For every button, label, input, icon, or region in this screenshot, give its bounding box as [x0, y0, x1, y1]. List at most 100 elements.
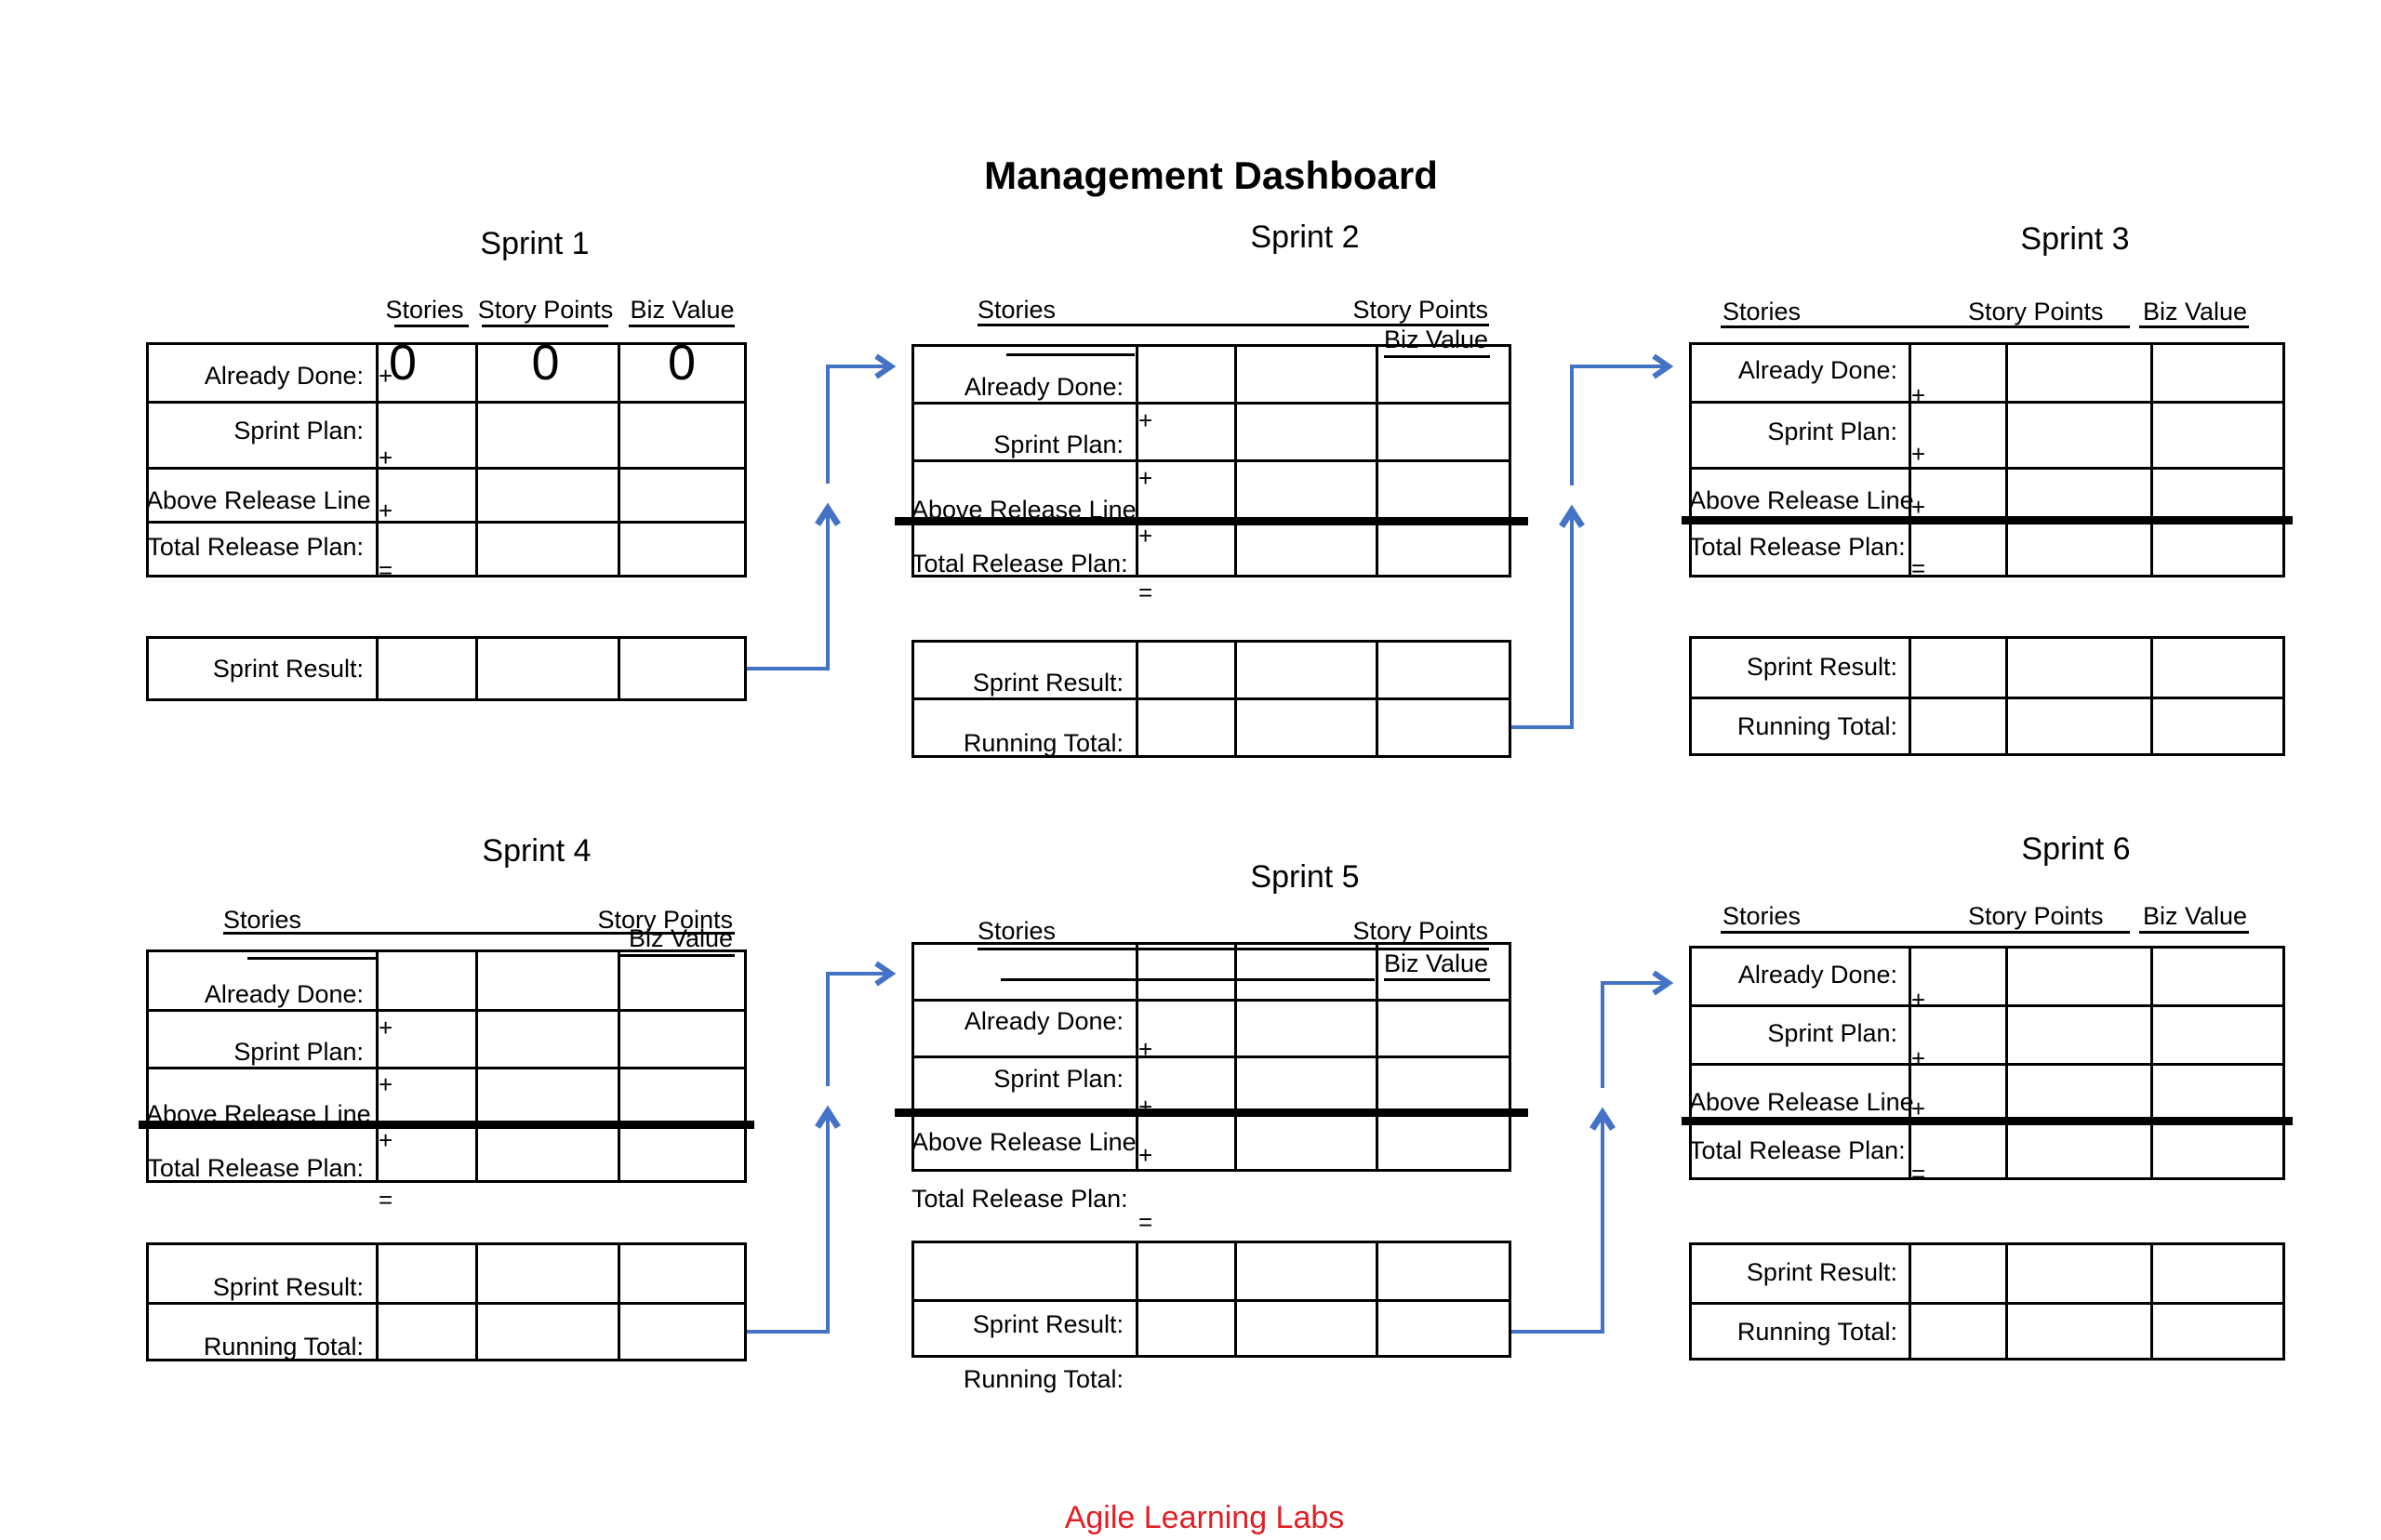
col-header-story-points: Story Points	[1968, 298, 2104, 325]
header-underline	[1384, 355, 1490, 358]
sprint-3-title: Sprint 3	[2020, 221, 2130, 257]
row-divider	[1692, 1063, 2282, 1066]
row-label-running-total: Running Total:	[963, 1365, 1124, 1393]
row-label-above-release-line: Above Release Line	[911, 1128, 1137, 1156]
row-label-running-total: Running Total:	[1736, 1318, 1897, 1346]
column-divider	[376, 639, 379, 698]
plus-operator: +	[379, 1126, 393, 1154]
plus-operator: +	[379, 1014, 393, 1042]
col-header-biz-value: Biz Value	[2142, 902, 2248, 930]
right-arrowhead-icon	[874, 353, 897, 379]
row-label-above-release-line: Above Release Line	[1689, 486, 1914, 514]
row-label-total-release-plan: Total Release Plan:	[1689, 533, 1906, 561]
plus-operator: +	[379, 444, 393, 471]
row-label-sprint-plan: Sprint Plan:	[993, 1065, 1124, 1093]
row-label-total-release-plan: Total Release Plan:	[147, 533, 364, 561]
column-divider	[2150, 1245, 2153, 1358]
column-divider	[2005, 1245, 2008, 1358]
header-underline	[618, 954, 735, 957]
sprint-6-result-table	[1689, 1242, 2285, 1361]
sprint-2-result-table	[911, 640, 1511, 758]
row-label-above-release-line: Above Release Line	[146, 1100, 371, 1128]
row-divider	[1692, 401, 2282, 404]
sprint-5-title: Sprint 5	[1250, 859, 1360, 895]
col-header-stories: Stories	[978, 917, 1057, 945]
plus-operator: +	[379, 1070, 393, 1098]
sprint-3-main-table	[1689, 342, 2285, 578]
sprint-1-main-table	[146, 342, 747, 578]
col-header-stories: Stories	[385, 296, 464, 324]
row-label-running-total: Running Total:	[203, 1333, 364, 1361]
row-divider	[149, 1009, 744, 1012]
row-label-sprint-plan: Sprint Plan:	[1767, 1019, 1897, 1047]
equals-operator: =	[1911, 1160, 1926, 1188]
flow-arrow-sprint2-to-sprint3	[1511, 353, 1674, 729]
row-label-already-done: Already Done:	[204, 980, 364, 1008]
column-divider	[618, 345, 620, 575]
row-label-already-done: Already Done:	[964, 373, 1124, 401]
row-label-total-release-plan: Total Release Plan:	[147, 1154, 364, 1182]
up-arrowhead-icon	[815, 502, 841, 526]
plus-operator: +	[1911, 986, 1926, 1014]
sprint-6-title: Sprint 6	[2021, 831, 2131, 867]
plus-operator: +	[1911, 440, 1926, 468]
header-underline	[629, 325, 735, 327]
row-label-sprint-result: Sprint Result:	[1746, 1258, 1897, 1286]
row-divider	[914, 697, 1509, 700]
col-header-story-points: Story Points	[1352, 296, 1488, 324]
equals-operator: =	[379, 556, 393, 584]
column-divider	[2150, 639, 2153, 753]
sprint-5-main-table	[911, 942, 1511, 1172]
col-header-stories: Stories	[223, 906, 302, 934]
sprint-6-main-table	[1689, 946, 2285, 1180]
sprint-3-result-table	[1689, 636, 2285, 756]
plus-operator: +	[1138, 1141, 1153, 1169]
row-divider	[1692, 1004, 2282, 1007]
stray-line	[1001, 978, 1375, 981]
header-underline	[1721, 325, 2130, 328]
flow-arrow-sprint4-to-sprint5	[747, 961, 897, 1334]
row-label-already-done: Already Done:	[964, 1007, 1124, 1035]
row-label-sprint-result: Sprint Result:	[212, 655, 364, 683]
col-header-story-points: Story Points	[477, 296, 614, 324]
row-label-sprint-result: Sprint Result:	[1746, 653, 1897, 681]
equals-operator: =	[1911, 554, 1926, 582]
stray-line	[1006, 353, 1135, 356]
equals-operator: =	[1138, 1208, 1153, 1236]
row-label-already-done: Already Done:	[204, 362, 364, 390]
row-label-sprint-result: Sprint Result:	[212, 1273, 364, 1301]
row-divider	[914, 999, 1509, 1002]
row-divider	[914, 459, 1509, 462]
column-divider	[475, 952, 478, 1180]
row-divider	[1692, 467, 2282, 470]
column-divider	[618, 639, 620, 698]
row-label-sprint-plan: Sprint Plan:	[993, 431, 1124, 458]
sprint-2-main-table	[911, 344, 1511, 578]
arrow-segment	[1511, 1118, 1604, 1334]
row-label-above-release-line: Above Release Line	[1689, 1088, 1914, 1116]
col-header-stories: Stories	[1723, 298, 1802, 325]
col-header-story-points: Story Points	[1352, 917, 1488, 945]
header-underline	[2139, 325, 2249, 328]
sprint-4-title: Sprint 4	[482, 833, 592, 869]
up-arrowhead-icon	[1559, 504, 1585, 528]
plus-operator: +	[1138, 522, 1153, 550]
column-divider	[376, 345, 379, 575]
header-underline	[978, 948, 1489, 950]
header-underline	[394, 325, 469, 327]
row-label-sprint-result: Sprint Result:	[972, 1310, 1124, 1338]
right-arrowhead-icon	[1652, 970, 1674, 996]
row-divider	[149, 467, 744, 470]
stray-line	[247, 957, 378, 960]
plus-operator: +	[1911, 493, 1926, 521]
header-underline	[2139, 931, 2249, 934]
release-line	[1682, 1117, 2293, 1125]
page-title: Management Dashboard	[984, 153, 1438, 197]
arrow-segment	[826, 972, 889, 1086]
column-divider	[2005, 639, 2008, 753]
plus-operator: +	[1138, 1035, 1153, 1063]
release-line	[139, 1121, 754, 1129]
col-header-biz-value: Biz Value	[630, 296, 735, 324]
col-header-stories: Stories	[1723, 902, 1802, 930]
value-cell: 0	[389, 335, 418, 391]
